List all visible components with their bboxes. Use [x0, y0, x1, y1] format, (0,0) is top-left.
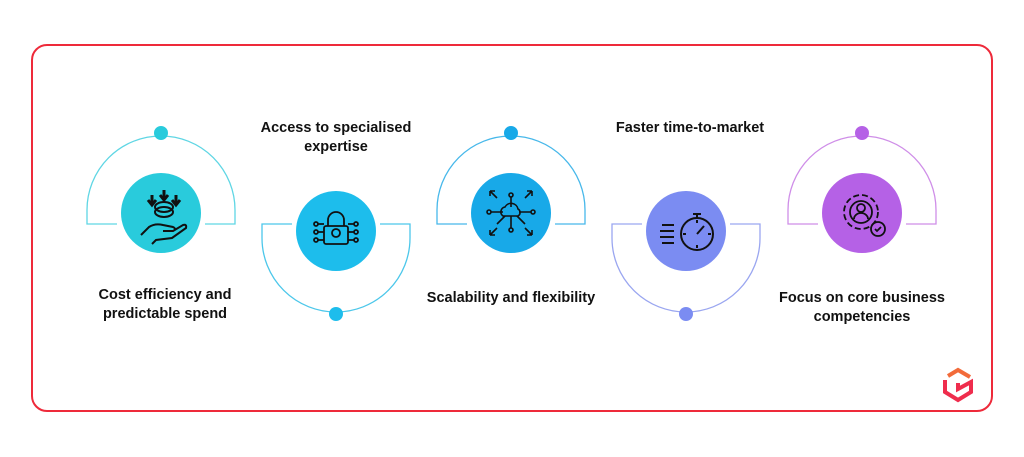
item-2-label-line2: expertise [304, 139, 368, 155]
item-1-circle [121, 173, 201, 253]
item-4-circle [646, 191, 726, 271]
item-1-label: Cost efficiency and predictable spend [55, 286, 275, 324]
item-2-circle [296, 191, 376, 271]
item-4-dot [679, 307, 693, 321]
item-2-dot [329, 307, 343, 321]
item-2-label-line1: Access to specialised [260, 120, 412, 136]
brand-cube-logo [943, 367, 973, 403]
item-2-label: Access to specialised expertise [226, 119, 446, 157]
item-1-label-line1: Cost efficiency and [98, 287, 232, 303]
hand-coins-icon [140, 190, 188, 245]
gear-person-icon [843, 194, 886, 237]
digital-lock-icon [313, 211, 359, 245]
item-5-label-line2: competencies [813, 309, 911, 325]
item-1-label-line2: predictable spend [102, 306, 228, 322]
stopwatch-icon [660, 213, 714, 251]
item-4-label-line1: Faster time-to-market [615, 120, 765, 136]
item-4-label: Faster time-to-market [580, 119, 800, 138]
item-3-dot [504, 126, 518, 140]
item-3-circle [471, 173, 551, 253]
item-3-label: Scalability and flexibility [401, 289, 621, 308]
item-3-label-line1: Scalability and flexibility [426, 290, 596, 306]
item-1-dot [154, 126, 168, 140]
item-5-dot [855, 126, 869, 140]
item-5-label-line1: Focus on core business [779, 290, 945, 306]
cloud-network-icon [486, 190, 536, 236]
item-5-label: Focus on core business competencies [752, 289, 972, 327]
